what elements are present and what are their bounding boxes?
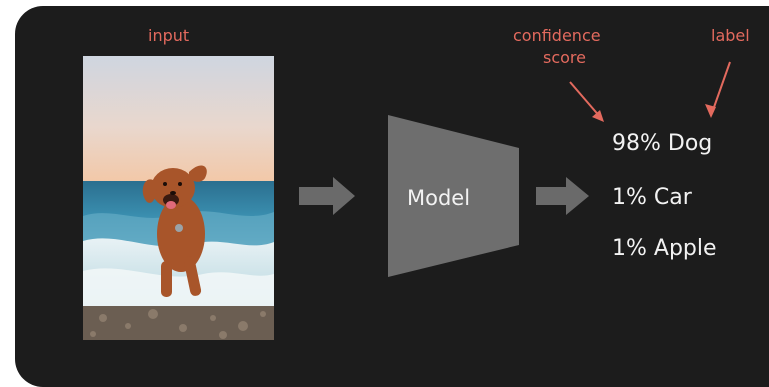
dog-beach-illustration bbox=[83, 56, 274, 340]
confidence-score-pointer-line bbox=[569, 81, 602, 119]
prediction-score: 1% bbox=[612, 185, 647, 210]
input-to-model-arrow bbox=[299, 177, 355, 215]
prediction-label: Car bbox=[653, 185, 692, 210]
prediction-row: 1% Car bbox=[612, 184, 692, 212]
prediction-label: Dog bbox=[667, 131, 713, 156]
label-pointer-line bbox=[712, 61, 731, 111]
input-dog-photo bbox=[83, 56, 274, 340]
confidence-score-annotation-line2: score bbox=[543, 48, 586, 67]
model-trapezoid bbox=[388, 115, 519, 277]
confidence-score-pointer-head bbox=[592, 110, 604, 122]
model-to-output-arrow bbox=[536, 177, 589, 215]
input-annotation: input bbox=[148, 26, 190, 45]
prediction-score: 1% bbox=[612, 236, 647, 261]
label-annotation: label bbox=[711, 26, 750, 45]
prediction-label: Apple bbox=[653, 236, 717, 261]
label-pointer-head bbox=[705, 104, 716, 118]
prediction-score: 98% bbox=[612, 131, 661, 156]
confidence-score-annotation-line1: confidence bbox=[513, 26, 601, 45]
prediction-row: 1% Apple bbox=[612, 235, 717, 263]
prediction-row: 98% Dog bbox=[612, 130, 712, 158]
model-label: Model bbox=[407, 186, 471, 210]
